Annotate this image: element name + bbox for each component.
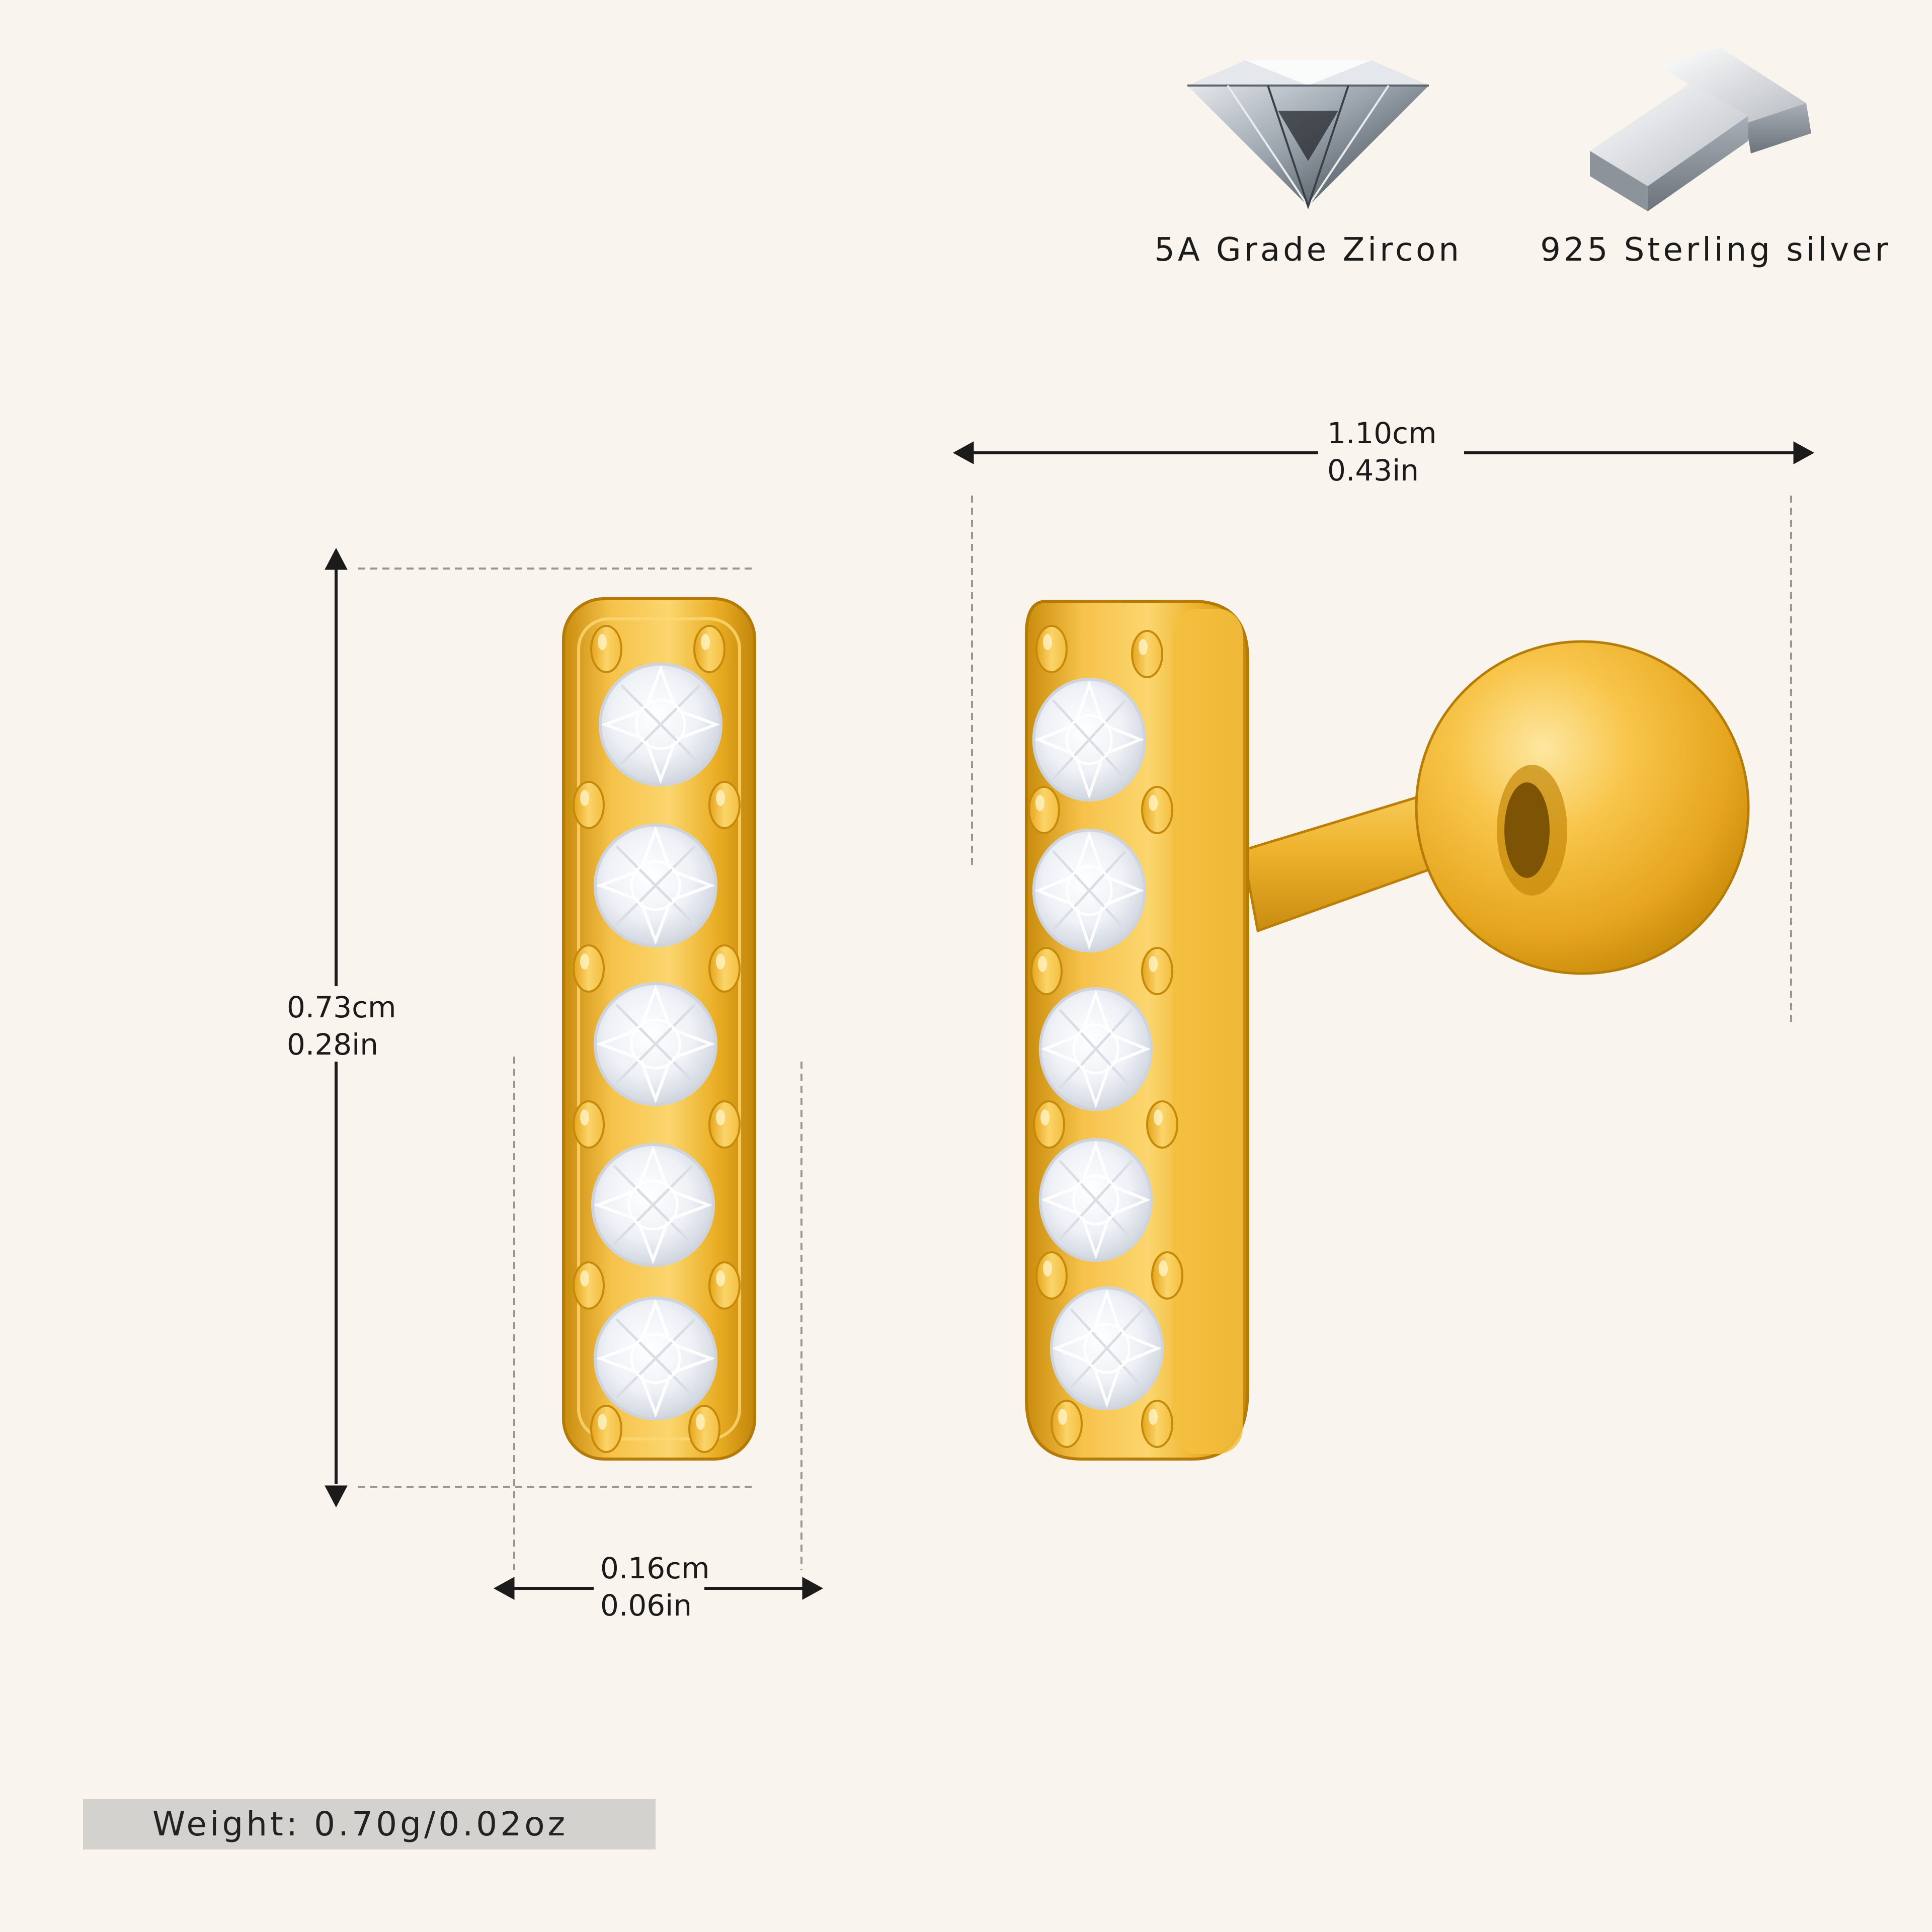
earring-front-view [562,597,756,1461]
height-in: 0.28in [287,1027,379,1062]
dimension-lines [325,441,1815,1600]
width-cm: 0.16cm [600,1551,710,1585]
width-label: 0.16cm 0.06in [600,1550,710,1624]
weight-text: Weight: 0.70g/0.02oz [152,1805,569,1843]
ball-back [1415,640,1750,975]
silver-bars-icon [1590,48,1811,211]
extension-lines [358,496,1792,1570]
length-in: 0.43in [1327,453,1419,488]
feature-label-silver: 925 Sterling silver [1540,231,1891,269]
earring-side-view [1025,600,1750,1461]
diamond-icon [1187,60,1429,210]
length-cm: 1.10cm [1327,416,1437,450]
length-label: 1.10cm 0.43in [1327,415,1437,489]
width-in: 0.06in [600,1588,692,1623]
height-cm: 0.73cm [287,990,396,1024]
height-label: 0.73cm 0.28in [287,989,396,1063]
weight-badge: Weight: 0.70g/0.02oz [83,1799,656,1849]
feature-label-zircon: 5A Grade Zircon [1154,231,1462,269]
